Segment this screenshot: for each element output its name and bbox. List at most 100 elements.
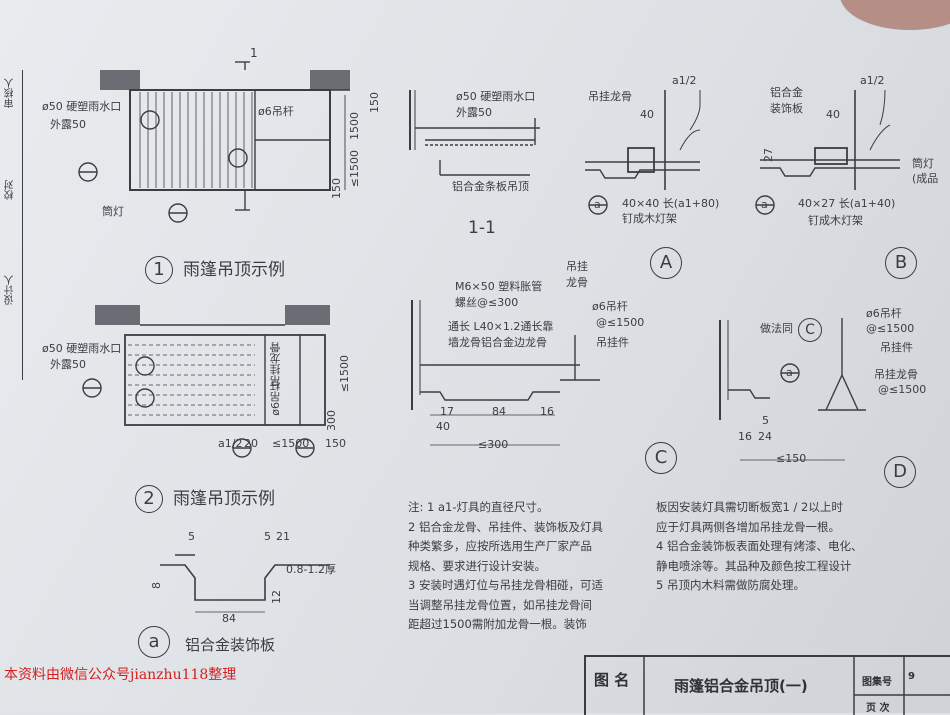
detailD-same-label: 做法同 [760,322,793,335]
note-line: 静电喷涂等。其品种及颜色按工程设计 [656,558,852,573]
atlas-number: 9 [908,671,915,682]
detailA-frame2-label: 钉成木灯架 [622,212,677,225]
detailB-marker: B [885,247,917,279]
detailC-dim-17: 17 [440,405,454,418]
detailC-edge2-label: 墙龙骨铝合金边龙骨 [448,336,547,349]
detailB-lamp2-label: (成品 [912,172,939,185]
detailC-bolt2-label: 螺丝@≤300 [455,296,519,309]
plan2-drain-label: ø50 硬塑雨水口 [42,342,122,355]
detailC-dim-300: ≤300 [478,438,509,451]
plan2-caption-text: 雨篷吊顶示例 [173,489,275,509]
profile-dim-12: 12 [270,590,283,604]
plan1-dim-le1500: ≤1500 [348,150,361,188]
detailC-keel-label: 吊挂 [566,260,588,273]
title-block-grid [643,657,950,715]
detailD-marker: D [884,456,916,488]
profile-dim-5b: 5 [264,530,271,543]
detailB-plate2-label: 装饰板 [770,102,803,115]
plan2-dim-20: 20 [244,437,258,450]
profile-dim-5a: 5 [188,530,195,543]
detailD-sub-a: a [786,366,793,379]
plan2-dim-half: a1/2 [218,437,243,450]
profile-dim-21: 21 [276,530,290,543]
title-block: 图 名 雨篷铝合金吊顶(一) 图集号 9 页 次 [584,655,950,715]
detailB-sub-a: a [761,198,768,211]
notes-right: 板因安装灯具需切断板宽1 / 2以上时 应于灯具两侧各增加吊挂龙骨一根。 4 铝… [656,498,862,596]
detailA-keel-label: 吊挂龙骨 [588,90,632,103]
detailD-keel2-label: @≤1500 [878,383,927,396]
plan2-dim-1500: ≤1500 [272,437,310,450]
note-line: 距超过1500需附加龙骨一根。装饰 [408,617,587,631]
note-line: 规格、要求进行设计安装。 [408,558,546,573]
note-line: 应于灯具两侧各增加吊挂龙骨一根。 [656,519,840,534]
detailA-dim-half: a1/2 [672,74,697,87]
detailA-dim-40: 40 [640,108,654,121]
page-label: 页 次 [866,703,890,714]
title-name-label: 图 名 [594,671,630,689]
detailC-dim-16: 16 [540,405,554,418]
title-text: 雨篷铝合金吊顶(一) [674,677,808,695]
plan1-section-mark: 1 [250,46,258,60]
detailB-plate-label: 铝合金 [770,86,803,99]
detailA-marker: A [650,247,682,279]
plan2-rod-label: ø6吊杆 [269,380,282,416]
section11-caption: 1-1 [468,218,496,238]
profile-dim-8: 8 [150,582,163,589]
profile-caption: 铝合金装饰板 [185,636,276,654]
plan2-dim-300: 300 [325,410,338,431]
profile-dim-84: 84 [222,612,236,625]
atlas-label: 图集号 [862,677,892,688]
plan2-dim-vert1500: ≤1500 [338,355,351,393]
detailB-dim-27: 27 [762,148,775,162]
plan2-exposed-label: 外露50 [50,358,86,371]
section11-exposed-label: 外露50 [456,106,492,119]
detailB-dim-half: a1/2 [860,74,885,87]
plan2-dim-150: 150 [325,437,346,450]
plan1-number: 1 [145,256,173,284]
note-line: 当调整吊挂龙骨位置，如吊挂龙骨间 [408,597,592,612]
note-line: 5 吊顶内木料需做防腐处理。 [656,578,805,592]
detailC-rod2-label: @≤1500 [596,316,645,329]
plan1-drain-label: ø50 硬塑雨水口 [42,100,122,113]
detailC-dim-84: 84 [492,405,506,418]
detailD-dim-16: 16 [738,430,752,443]
note-line: 2 铝合金龙骨、吊挂件、装饰板及灯具 [408,519,603,534]
note-line: 4 铝合金装饰板表面处理有烤漆、电化、 [656,539,863,553]
detailC-dim-40: 40 [436,420,450,433]
detailC-edge-label: 通长 L40×1.2通长靠 [448,320,554,333]
note-line: 注: 1 a1-灯具的直径尺寸。 [408,500,549,514]
detailA-frame-label: 40×40 长(a1+80) [622,197,720,210]
notes-left: 注: 1 a1-灯具的直径尺寸。 2 铝合金龙骨、吊挂件、装饰板及灯具 种类繁多… [408,498,603,635]
plan1-exposed-label: 外露50 [50,118,86,131]
plan1-lamp-label: 筒灯 [102,205,124,218]
detailC-bolt-label: M6×50 塑料胀管 [455,280,543,293]
plan1-dim-bottom: 150 [330,178,343,199]
plan1-dim-top: 150 [368,92,381,113]
profile-thickness: 0.8-1.2厚 [286,563,336,576]
detailB-frame2-label: 钉成木灯架 [808,214,863,227]
note-line: 板因安装灯具需切断板宽1 / 2以上时 [656,500,843,514]
detailD-c-ref: C [798,318,822,342]
detailC-keel2-label: 龙骨 [566,276,588,289]
detailC-rod-label: ø6吊杆 [592,300,628,313]
note-line: 3 安装时遇灯位与吊挂龙骨相碰，可适 [408,578,603,592]
detailD-hanger-label: 吊挂件 [880,341,913,354]
detailB-lamp-label: 筒灯 [912,157,934,170]
approval-sidebar: 审核人 校对 设计人 [0,70,23,380]
detailD-keel-label: 吊挂龙骨 [874,368,918,381]
detailC-marker: C [645,442,677,474]
plan1-dim-1500: 1500 [348,112,361,140]
detailD-rod2-label: @≤1500 [866,322,915,335]
section11-drain-label: ø50 硬塑雨水口 [456,90,536,103]
watermark-text: 本资料由微信公众号jianzhu118整理 [4,667,237,683]
detailA-sub-a: a [594,198,601,211]
detailD-dim-5: 5 [762,414,769,427]
detailD-dim-24: 24 [758,430,772,443]
detailB-dim-40: 40 [826,108,840,121]
plan2-number: 2 [135,485,163,513]
detailD-rod-label: ø6吊杆 [866,307,902,320]
plan1-rod-label: ø6吊杆 [258,105,294,118]
detailD-dim-150: ≤150 [776,452,807,465]
